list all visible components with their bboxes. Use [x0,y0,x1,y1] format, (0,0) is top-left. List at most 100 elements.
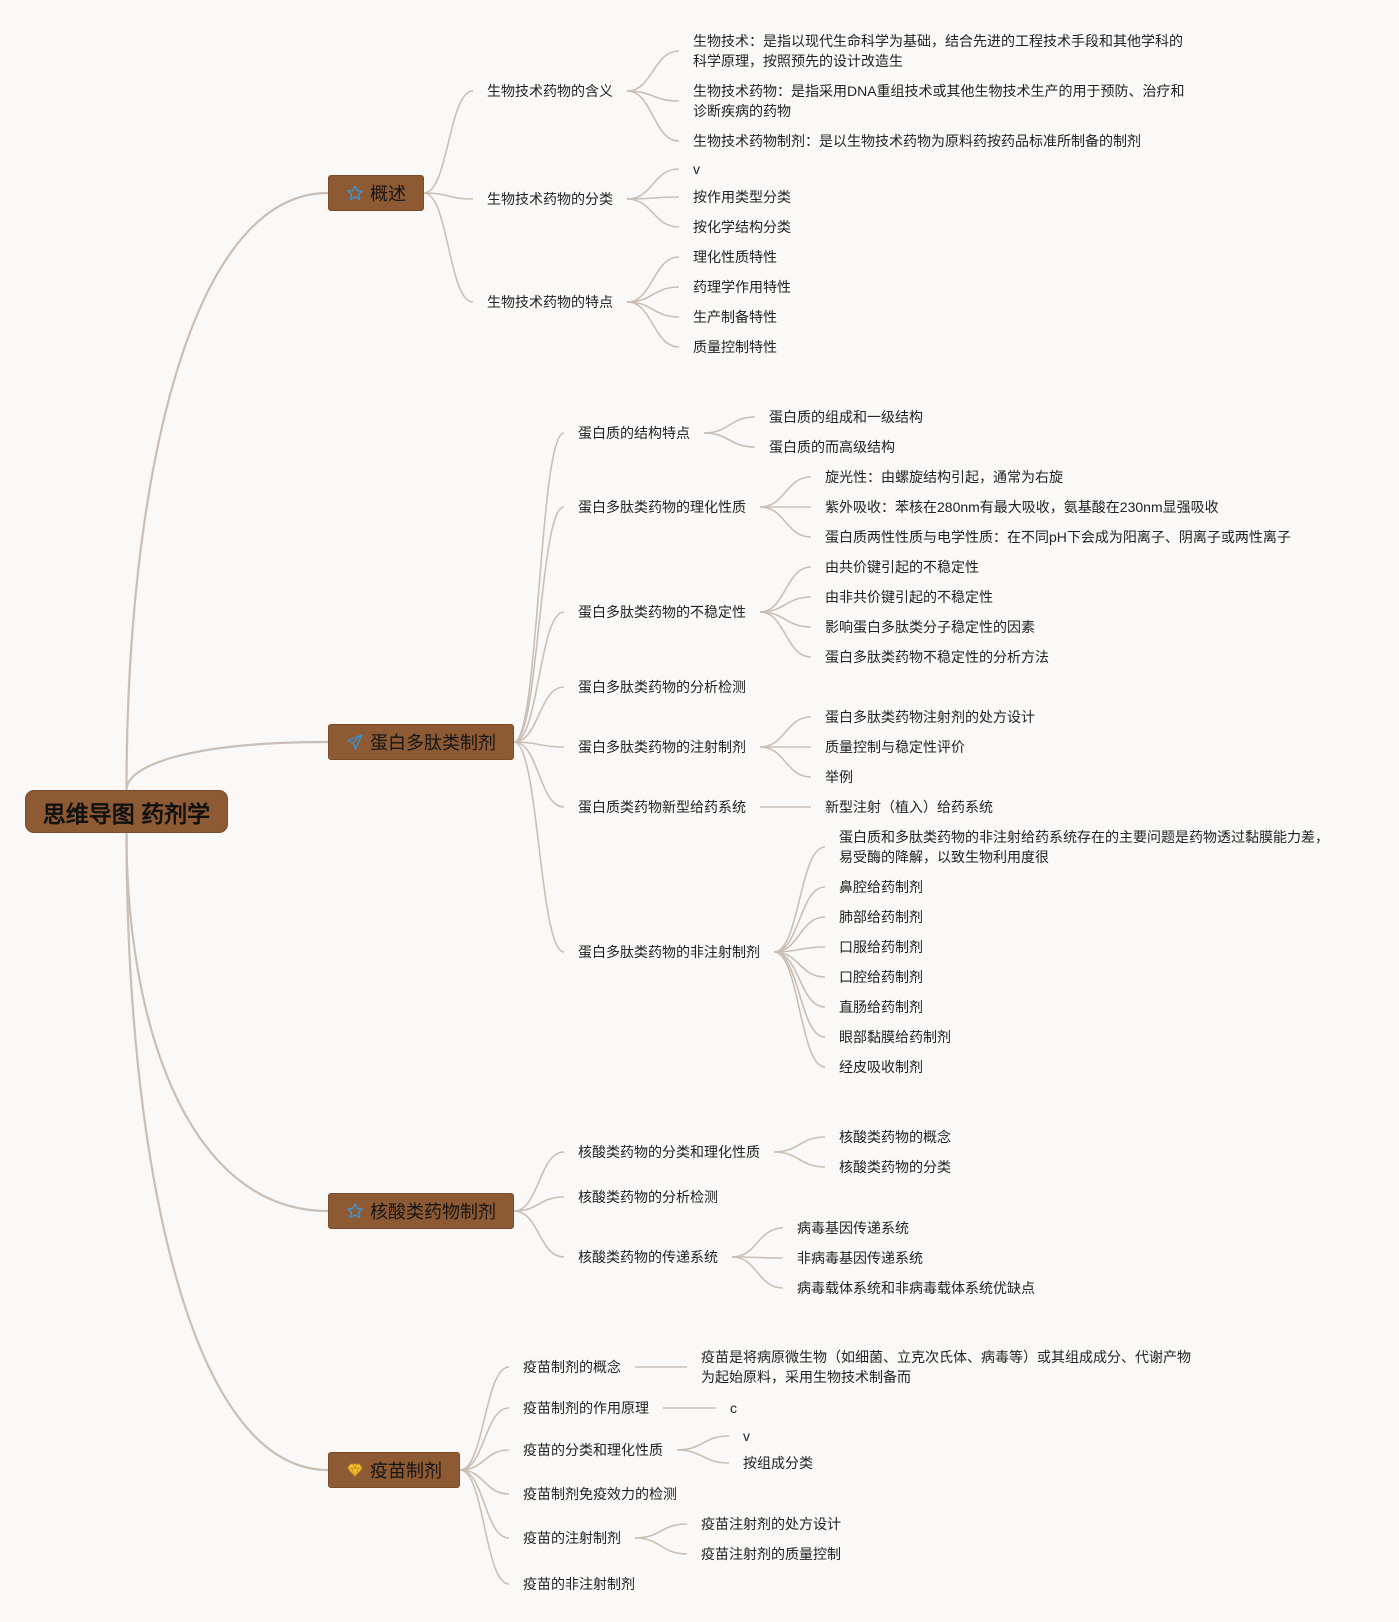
connector-line [773,951,826,1068]
leaf-node[interactable]: 蛋白质两性性质与电学性质：在不同pH下会成为阳离子、阴离子或两性离子 [825,529,1291,545]
connector-line [731,1256,784,1289]
leaf-node[interactable]: 眼部黏膜给药制剂 [839,1029,951,1045]
leaf-node[interactable]: 核酸类药物的分类 [839,1159,951,1175]
leaf-node[interactable]: 生物技术药物制剂：是以生物技术药物为原料药按药品标准所制备的制剂 [693,133,1141,149]
leaf-node[interactable]: 疫苗注射剂的质量控制 [701,1546,841,1562]
topic-node[interactable]: 蛋白质类药物新型给药系统 [578,799,746,815]
connector-line [125,191,329,791]
topic-node[interactable]: 疫苗制剂的概念 [523,1359,621,1375]
diamond-icon [346,1461,364,1479]
leaf-node[interactable]: 疫苗是将病原微生物（如细菌、立克次氏体、病毒等）或其组成成分、代谢产物为起始原料… [701,1349,1191,1385]
leaf-node[interactable]: 由非共价键引起的不稳定性 [825,589,993,605]
leaf-node[interactable]: 蛋白质的而高级结构 [769,439,895,455]
connector-line [773,951,826,1008]
connector-line [513,1210,565,1258]
branch-vaccine[interactable]: 疫苗制剂 [328,1452,460,1488]
connector-line [731,1227,784,1258]
connector-line [423,192,474,303]
connector-line [626,90,680,142]
leaf-node[interactable]: 生产制备特性 [693,309,777,325]
topic-node[interactable]: 生物技术药物的特点 [487,294,613,310]
topic-node[interactable]: 蛋白多肽类药物的分析检测 [578,679,746,695]
leaf-node[interactable]: 质量控制特性 [693,339,777,355]
leaf-node[interactable]: 旋光性：由螺旋结构引起，通常为右旋 [825,469,1063,485]
leaf-node[interactable]: 质量控制与稳定性评价 [825,739,965,755]
topic-node[interactable]: 蛋白多肽类药物的非注射制剂 [578,944,760,960]
leaf-node[interactable]: 新型注射（植入）给药系统 [825,799,993,815]
connector-line [703,432,756,448]
leaf-node[interactable]: 蛋白质的组成和一级结构 [769,409,923,425]
topic-node[interactable]: 核酸类药物的传递系统 [578,1249,718,1265]
connector-line [513,1151,565,1212]
connector-line [703,416,756,434]
topic-node[interactable]: 生物技术药物的分类 [487,191,613,207]
leaf-node[interactable]: 蛋白质和多肽类药物的非注射给药系统存在的主要问题是药物透过黏膜能力差，易受酶的降… [839,829,1329,865]
connector-line [459,1407,510,1471]
leaf-node[interactable]: 经皮吸收制剂 [839,1059,923,1075]
branch-label: 疫苗制剂 [370,1461,442,1481]
connector-line [513,1196,565,1212]
leaf-node[interactable]: 生物技术药物：是指采用DNA重组技术或其他生物技术生产的用于预防、治疗和诊断疾病… [693,83,1185,119]
topic-node[interactable]: 蛋白多肽类药物的注射制剂 [578,739,746,755]
topic-node[interactable]: 疫苗的分类和理化性质 [523,1442,663,1458]
connector-line [773,886,826,953]
paper-plane-icon [346,733,364,751]
leaf-node[interactable]: 口腔给药制剂 [839,969,923,985]
topic-node[interactable]: 核酸类药物的分类和理化性质 [578,1144,760,1160]
branch-overview[interactable]: 概述 [328,175,424,211]
leaf-node[interactable]: 核酸类药物的概念 [839,1129,951,1145]
connector-line [513,432,565,743]
leaf-node[interactable]: 病毒基因传递系统 [797,1220,909,1236]
leaf-node[interactable]: 由共价键引起的不稳定性 [825,559,979,575]
topic-node[interactable]: 疫苗制剂免疫效力的检测 [523,1486,677,1502]
leaf-node[interactable]: 按组成分类 [743,1455,813,1471]
root-topic[interactable]: 思维导图 药剂学 [25,790,228,833]
topic-node[interactable]: 疫苗的非注射制剂 [523,1576,635,1592]
connector-line [125,832,329,1472]
connector-line [634,1537,688,1555]
connector-line [513,611,565,743]
leaf-node[interactable]: 药理学作用特性 [693,279,791,295]
leaf-node[interactable]: 理化性质特性 [693,249,777,265]
connector-line [759,566,812,613]
leaf-node[interactable]: 非病毒基因传递系统 [797,1250,923,1266]
connector-line [773,1151,826,1168]
topic-node[interactable]: 蛋白多肽类药物的不稳定性 [578,604,746,620]
connector-line [759,506,812,538]
connector-line [676,1435,730,1451]
leaf-node[interactable]: 按化学结构分类 [693,219,791,235]
topic-node[interactable]: 生物技术药物的含义 [487,83,613,99]
leaf-node[interactable]: 按作用类型分类 [693,189,791,205]
connector-line [773,846,826,953]
leaf-node[interactable]: 举例 [825,769,853,785]
leaf-node[interactable]: v [693,161,700,177]
leaf-node[interactable]: 肺部给药制剂 [839,909,923,925]
connector-line [676,1449,730,1464]
leaf-node[interactable]: 影响蛋白多肽类分子稳定性的因素 [825,619,1035,635]
branch-nucleic-acid[interactable]: 核酸类药物制剂 [328,1193,514,1229]
topic-node[interactable]: 疫苗的注射制剂 [523,1530,621,1546]
branch-label: 概述 [370,184,406,204]
topic-node[interactable]: 疫苗制剂的作用原理 [523,1400,649,1416]
leaf-node[interactable]: 蛋白多肽类药物不稳定性的分析方法 [825,649,1049,665]
connector-line [423,90,474,194]
leaf-node[interactable]: 疫苗注射剂的处方设计 [701,1516,841,1532]
branch-protein-peptide[interactable]: 蛋白多肽类制剂 [328,724,514,760]
leaf-node[interactable]: 病毒载体系统和非病毒载体系统优缺点 [797,1280,1035,1296]
topic-node[interactable]: 核酸类药物的分析检测 [578,1189,718,1205]
leaf-node[interactable]: 鼻腔给药制剂 [839,879,923,895]
leaf-node[interactable]: 生物技术：是指以现代生命科学为基础，结合先进的工程技术手段和其他学科的科学原理，… [693,33,1183,69]
connector-line [459,1366,510,1471]
leaf-node[interactable]: c [730,1400,737,1416]
leaf-node[interactable]: 直肠给药制剂 [839,999,923,1015]
topic-node[interactable]: 蛋白多肽类药物的理化性质 [578,499,746,515]
topic-node[interactable]: 蛋白质的结构特点 [578,425,690,441]
leaf-node[interactable]: 紫外吸收：苯核在280nm有最大吸收，氨基酸在230nm显强吸收 [825,499,1219,515]
leaf-node[interactable]: 蛋白多肽类药物注射剂的处方设计 [825,709,1035,725]
leaf-node[interactable]: v [743,1428,750,1444]
leaf-node[interactable]: 口服给药制剂 [839,939,923,955]
connector-line [759,716,812,748]
connector-line [459,1469,510,1539]
connector-line [759,476,812,508]
